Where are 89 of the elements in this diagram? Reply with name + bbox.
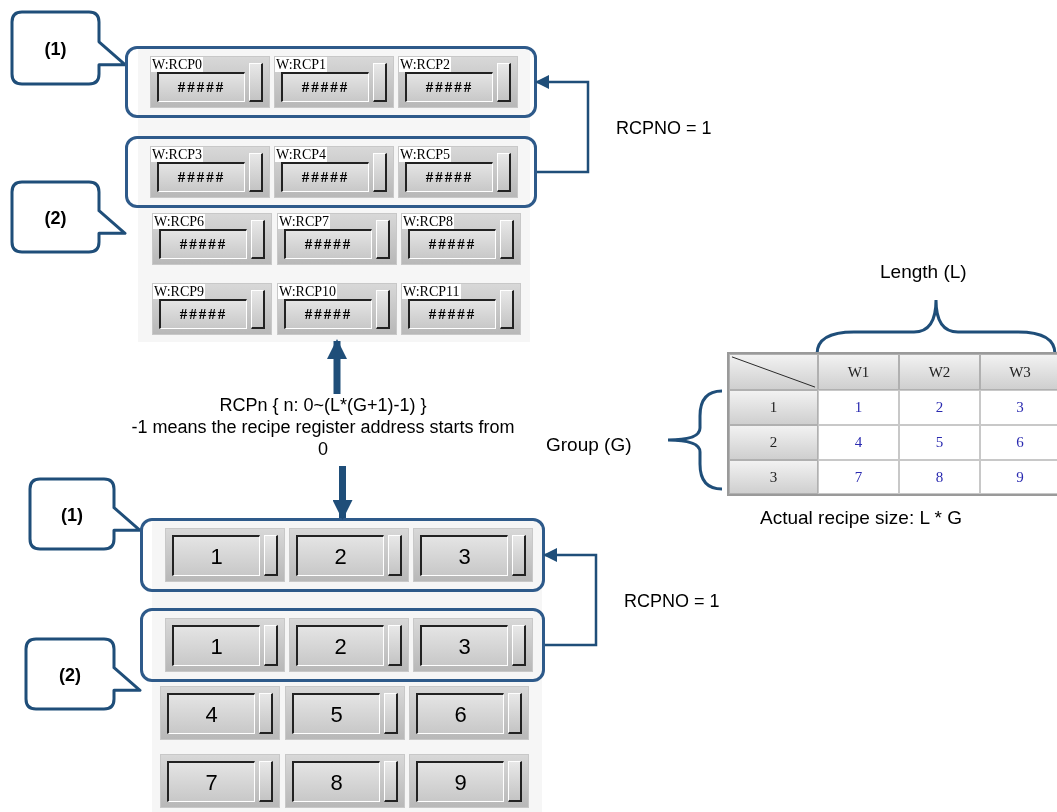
recipe-widget [413, 618, 533, 672]
value-field: ##### [284, 299, 372, 329]
value-field: ##### [281, 162, 369, 192]
table-cell: 3 [980, 390, 1057, 425]
header-cell: W1 [818, 354, 899, 390]
recipe-widget [165, 618, 285, 672]
arrow [543, 548, 598, 647]
recipe-widget [274, 56, 394, 108]
recipe-widget [150, 56, 270, 108]
recipe-widget [285, 686, 405, 740]
callout-number: (1) [60, 504, 84, 527]
register-label: W:RCP10 [278, 284, 338, 299]
brace-label: Group (G) [546, 433, 632, 457]
value-field: 3 [420, 535, 508, 576]
callout-number: (2) [43, 207, 68, 230]
value-field: ##### [159, 229, 247, 259]
register-label: W:RCP9 [153, 284, 206, 299]
callout-number: (2) [58, 664, 82, 687]
value-field: ##### [405, 72, 493, 102]
header-cell: 1 [729, 390, 818, 425]
value-field: 1 [172, 625, 260, 666]
header-cell: W3 [980, 354, 1057, 390]
register-label: W:RCP1 [275, 57, 328, 72]
recipe-widget [398, 56, 518, 108]
table-cell: 4 [818, 425, 899, 460]
register-label: W:RCP6 [153, 214, 206, 229]
highlight-frame [140, 608, 545, 682]
value-field: 6 [416, 693, 504, 734]
recipe-widget [285, 754, 405, 808]
header-cell: W2 [899, 354, 980, 390]
brace-label: Length (L) [880, 260, 967, 284]
arrow [535, 75, 590, 174]
header-cell: 3 [729, 460, 818, 494]
recipe-widget [398, 146, 518, 198]
header-cell: 2 [729, 425, 818, 460]
value-field: 2 [296, 625, 384, 666]
value-field: ##### [159, 299, 247, 329]
recipe-widget [409, 754, 529, 808]
table-cell: 2 [899, 390, 980, 425]
register-label: W:RCP7 [278, 214, 331, 229]
register-label: W:RCP3 [151, 147, 204, 162]
value-field: 3 [420, 625, 508, 666]
recipe-widget [152, 283, 272, 335]
value-field: 5 [292, 693, 380, 734]
value-field: ##### [408, 299, 496, 329]
value-field: ##### [405, 162, 493, 192]
recipe-widget [401, 213, 521, 265]
value-field: ##### [157, 72, 245, 102]
recipe-widget [274, 146, 394, 198]
recipe-widget [160, 754, 280, 808]
value-field: 8 [292, 761, 380, 802]
highlight-frame [140, 518, 545, 592]
callout-number: (1) [43, 38, 68, 61]
highlight-frame [125, 46, 537, 118]
table-cell: 6 [980, 425, 1057, 460]
register-label: W:RCP4 [275, 147, 328, 162]
register-label: W:RCP8 [402, 214, 455, 229]
recipe-widget [289, 618, 409, 672]
value-field: 9 [416, 761, 504, 802]
highlight-frame [125, 136, 537, 208]
recipe-widget [401, 283, 521, 335]
register-label: W:RCP0 [151, 57, 204, 72]
value-field: ##### [281, 72, 369, 102]
recipe-widget [289, 528, 409, 582]
table-cell: 5 [899, 425, 980, 460]
recipe-widget [152, 213, 272, 265]
recipe-widget [277, 213, 397, 265]
table-cell: 7 [818, 460, 899, 494]
register-label: W:RCP11 [402, 284, 461, 299]
recipe-widget [413, 528, 533, 582]
arrow [327, 339, 347, 394]
value-field: 7 [167, 761, 255, 802]
recipe-widget [150, 146, 270, 198]
value-field: 4 [167, 693, 255, 734]
recipe-widget [277, 283, 397, 335]
value-field: ##### [284, 229, 372, 259]
recipe-widget [165, 528, 285, 582]
value-field: ##### [157, 162, 245, 192]
register-label: W:RCP5 [399, 147, 452, 162]
value-field: ##### [408, 229, 496, 259]
value-field: 2 [296, 535, 384, 576]
caption-text: Actual recipe size: L * G [760, 506, 963, 530]
register-label: W:RCP2 [399, 57, 452, 72]
table-cell: 9 [980, 460, 1057, 494]
recipe-widget [409, 686, 529, 740]
table-cell: 8 [899, 460, 980, 494]
table-cell: 1 [818, 390, 899, 425]
recipe-widget [160, 686, 280, 740]
value-field: 1 [172, 535, 260, 576]
